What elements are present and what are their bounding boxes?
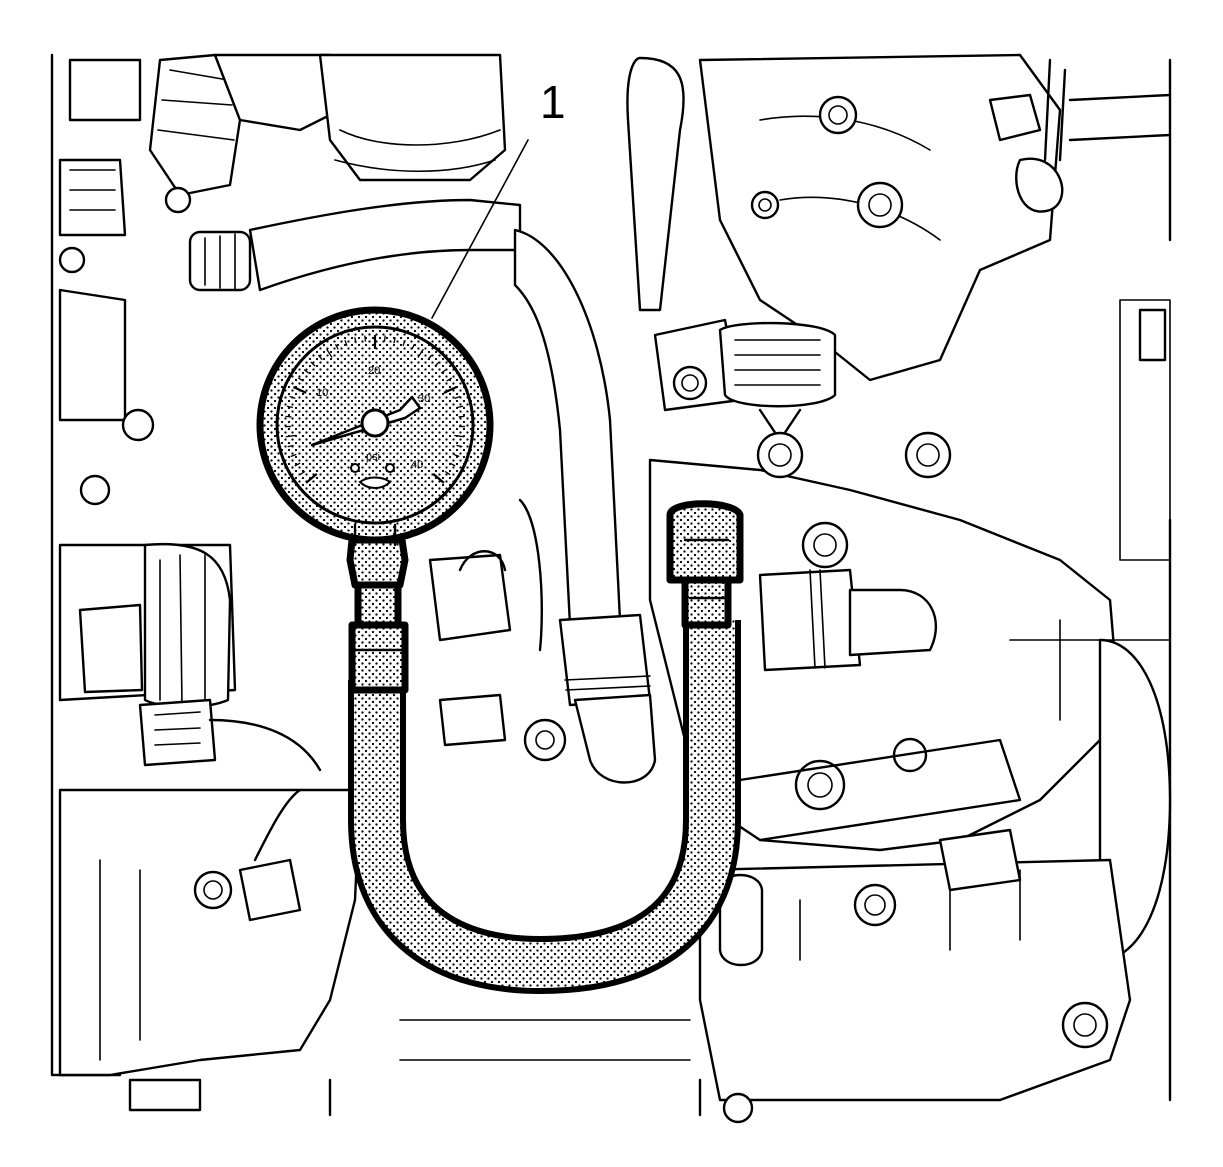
- gauge-tick: [402, 339, 406, 347]
- gauge-tick: [446, 377, 453, 382]
- gauge-tick: [354, 337, 357, 344]
- fuel-rail-fitting: [666, 500, 744, 629]
- gauge-tick: [292, 385, 307, 394]
- gauge-tick: [286, 405, 293, 409]
- gauge-tick: [449, 462, 456, 467]
- gauge-fitting: [346, 536, 409, 694]
- gauge-unit-label: psi: [366, 451, 380, 463]
- callout-leader-line: [431, 139, 529, 319]
- gauge-tick: [287, 444, 294, 448]
- air-duct: [318, 53, 507, 182]
- pressure-gauge: 10 20 30 40 psi: [256, 306, 494, 547]
- callout-1: 1: [431, 76, 566, 319]
- gauge-tick: [383, 335, 386, 342]
- gauge-tick: [290, 453, 297, 458]
- gauge-tick: [294, 462, 301, 467]
- gauge-tick: [344, 339, 348, 347]
- gauge-tick: [317, 354, 323, 361]
- gauge-label-40: 40: [411, 459, 423, 471]
- gauge-tick: [444, 470, 451, 476]
- gauge-tick: [417, 348, 424, 358]
- gauge-tick: [285, 415, 292, 418]
- gauge-tick: [456, 444, 463, 448]
- gauge-tick: [434, 361, 440, 367]
- gauge-tick: [305, 473, 318, 484]
- gauge-tick: [285, 434, 296, 438]
- gauge-label-20: 20: [368, 365, 380, 377]
- gauge-tick: [411, 343, 416, 350]
- gauge-scale-ticks: [285, 335, 465, 484]
- oil-pan: [58, 788, 362, 1112]
- gauge-tick: [364, 335, 367, 342]
- gauge-tick: [454, 434, 465, 438]
- gauge-tick: [453, 453, 460, 458]
- engine-block-left: [58, 58, 237, 708]
- gauge-tick: [303, 369, 310, 374]
- gauge-label-10: 10: [316, 387, 328, 399]
- gauge-tick: [440, 369, 447, 374]
- gauge-tick: [427, 354, 433, 361]
- vertical-hose: [513, 56, 685, 784]
- gauge-tick: [458, 415, 465, 418]
- engine-block-right: [523, 431, 1171, 852]
- gauge-tick: [334, 343, 339, 350]
- oil-pan-right: [698, 828, 1132, 1124]
- gauge-tick: [297, 377, 304, 382]
- electrical-connector: [653, 318, 837, 442]
- gauge-tick: [289, 395, 296, 399]
- gauge-label-30: 30: [418, 393, 430, 405]
- gauge-tick: [457, 405, 464, 409]
- gauge-tick: [443, 385, 458, 394]
- gauge-tick: [310, 361, 316, 367]
- gauge-needle-hub: [360, 408, 390, 438]
- gauge-tick: [454, 395, 461, 399]
- callout-number: 1: [540, 76, 566, 128]
- gauge-tick: [393, 337, 396, 344]
- top-left-tube: [148, 53, 342, 197]
- gauge-tick: [432, 473, 445, 484]
- engine-background: [50, 53, 1172, 1124]
- right-cylinder-cover: [1098, 299, 1172, 962]
- fuel-pressure-gauge-assembly: 10 20 30 40 psi: [256, 306, 744, 995]
- upper-right-bracket: [698, 53, 1172, 382]
- gauge-tick: [326, 348, 333, 358]
- gauge-tick: [299, 470, 306, 476]
